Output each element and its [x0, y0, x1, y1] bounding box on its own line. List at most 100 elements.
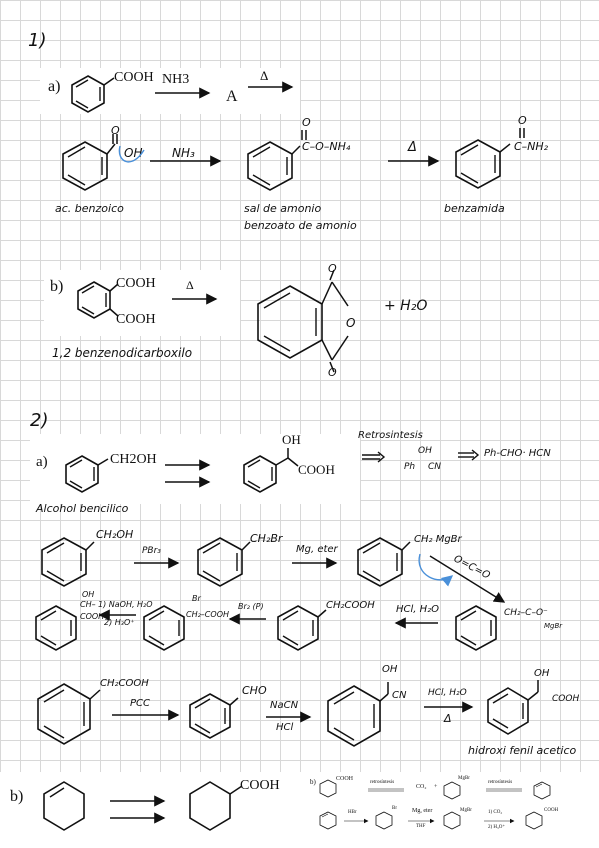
inset-arrow	[344, 818, 369, 824]
cyclohexane-ring	[189, 781, 243, 831]
retro-arrow	[458, 449, 480, 461]
heat-symbol: Δ	[408, 140, 417, 155]
benzene-ring	[37, 683, 101, 745]
benzene-ring	[77, 281, 119, 319]
amide-group: C–NH₂	[514, 140, 549, 153]
oh-small: OH	[82, 590, 95, 599]
problem-1a-label: a)	[48, 78, 61, 95]
heat-symbol: Δ	[444, 712, 452, 725]
cooh-small: COOH	[80, 612, 105, 621]
cyclohexene-ring	[43, 781, 85, 831]
br2-reagent: Br₂ (P)	[238, 602, 264, 611]
inset-cyclohexane	[443, 781, 461, 800]
ch2cooh-group: CH₂COOH	[100, 678, 149, 689]
benzene-ring	[327, 682, 389, 747]
inset-cyclohexene	[319, 811, 337, 830]
benzene-ring	[455, 128, 525, 189]
reaction-arrow	[134, 557, 180, 569]
cooh-group: COOH	[298, 462, 335, 477]
benzene-ring	[65, 455, 109, 493]
problem-1-number: 1)	[28, 30, 47, 51]
benzene-ring	[143, 605, 185, 651]
problem-2b-label: b)	[10, 788, 24, 805]
benzene-ring	[247, 130, 307, 191]
nh3-reagent: NH3	[162, 72, 190, 87]
benzene-ring	[487, 680, 539, 735]
reaction-arrow-left	[228, 613, 266, 625]
name-benzoic-acid: ac. benzoico	[55, 202, 124, 215]
problem-2-number: 2)	[30, 410, 49, 431]
inset-thf: THF	[416, 824, 426, 829]
benzene-ring	[62, 134, 118, 191]
inset-cooh-end: COOH	[544, 808, 559, 813]
reaction-arrow	[155, 87, 211, 99]
inset-hbr: HBr	[348, 810, 357, 815]
cn-group: CN	[392, 690, 407, 701]
benzene-ring	[243, 448, 299, 493]
retro-title: Retrosintesis	[358, 430, 423, 441]
oh-group: OH	[282, 432, 301, 447]
inset-cooh: COOH	[336, 776, 354, 782]
retro-cn: CN	[428, 462, 442, 472]
retro-arrow	[362, 451, 386, 463]
cooh-group: COOH	[114, 70, 154, 85]
inset-arrow	[408, 818, 435, 824]
benzene-ring	[277, 605, 327, 651]
oh-group: OH	[382, 664, 398, 675]
inset-step-1: 1) CO₂	[488, 810, 503, 815]
inset-retro-arrow	[368, 788, 404, 792]
oh-group: OH	[534, 668, 550, 679]
inset-plus: +	[434, 784, 438, 790]
reaction-arrow-left	[394, 617, 438, 629]
inset-retro-1: retrosíntesis	[370, 780, 395, 785]
benzene-ring	[455, 605, 497, 651]
problem-1b-label: b)	[50, 278, 64, 295]
cooh-top: COOH	[116, 276, 156, 291]
curved-arrow	[118, 145, 145, 163]
retro-oh: OH	[418, 446, 432, 456]
problem-1a-panel	[40, 68, 300, 114]
inset-cyclohexane	[375, 811, 393, 830]
ch2br-group: CH₂Br	[250, 532, 283, 545]
reaction-arrows	[110, 795, 166, 824]
reaction-arrows	[165, 459, 211, 488]
reaction-arrow	[388, 155, 440, 167]
ch-small: CH–	[80, 600, 96, 609]
inset-retro-arrow	[486, 788, 522, 792]
anhydride-o-mid: O	[346, 316, 356, 330]
cho-group: CHO	[242, 684, 267, 697]
product-a: A	[226, 88, 238, 105]
reaction-arrow	[248, 81, 294, 93]
inset-co2: CO₂	[416, 784, 427, 790]
name-benzamide: benzamida	[444, 202, 505, 215]
benzene-ring	[189, 693, 239, 739]
inset-cyclohexane	[319, 779, 337, 798]
name-final-product: hidroxi fenil acetico	[468, 744, 577, 757]
inset-cyclohexene	[533, 781, 551, 800]
ch2oh-group: CH2OH	[110, 452, 157, 467]
step-h3o: 2) H₃O⁺	[104, 618, 135, 627]
ammonium-salt-group: C–O–NH₄	[302, 140, 351, 153]
inset-cyclohexane	[525, 811, 543, 830]
problem-2a-label: a)	[36, 454, 48, 470]
pcc-reagent: PCC	[130, 698, 150, 709]
br-small: Br	[192, 594, 201, 603]
inset-mgbr-2: MgBr	[460, 808, 472, 813]
reaction-arrow	[266, 711, 312, 723]
benzene-ring	[41, 537, 95, 587]
carbonyl-o: O	[302, 116, 311, 129]
ch2mgbr-group: CH₂ MgBr	[414, 534, 462, 545]
oh-group: OH	[124, 146, 143, 160]
inset-arrow	[484, 818, 515, 824]
inset-retro-2: retrosíntesis	[488, 780, 513, 785]
name-ammonium-benzoate: benzoato de amonio	[244, 219, 357, 232]
retro-ph: Ph	[404, 462, 416, 472]
name-ammonium-salt: sal de amonio	[244, 202, 322, 215]
carboxylate-group: CH₂–C–O⁻	[504, 608, 548, 618]
bromo-chain: CH₂–COOH	[186, 610, 230, 619]
step-naoh: 1) NaOH, H₂O	[98, 600, 153, 609]
nacn-reagent: NaCN	[270, 700, 299, 711]
inset-step-2: 2) H₃O⁺	[488, 825, 506, 830]
anhydride-structure	[257, 269, 349, 373]
anhydride-o-bottom: O	[328, 366, 337, 379]
